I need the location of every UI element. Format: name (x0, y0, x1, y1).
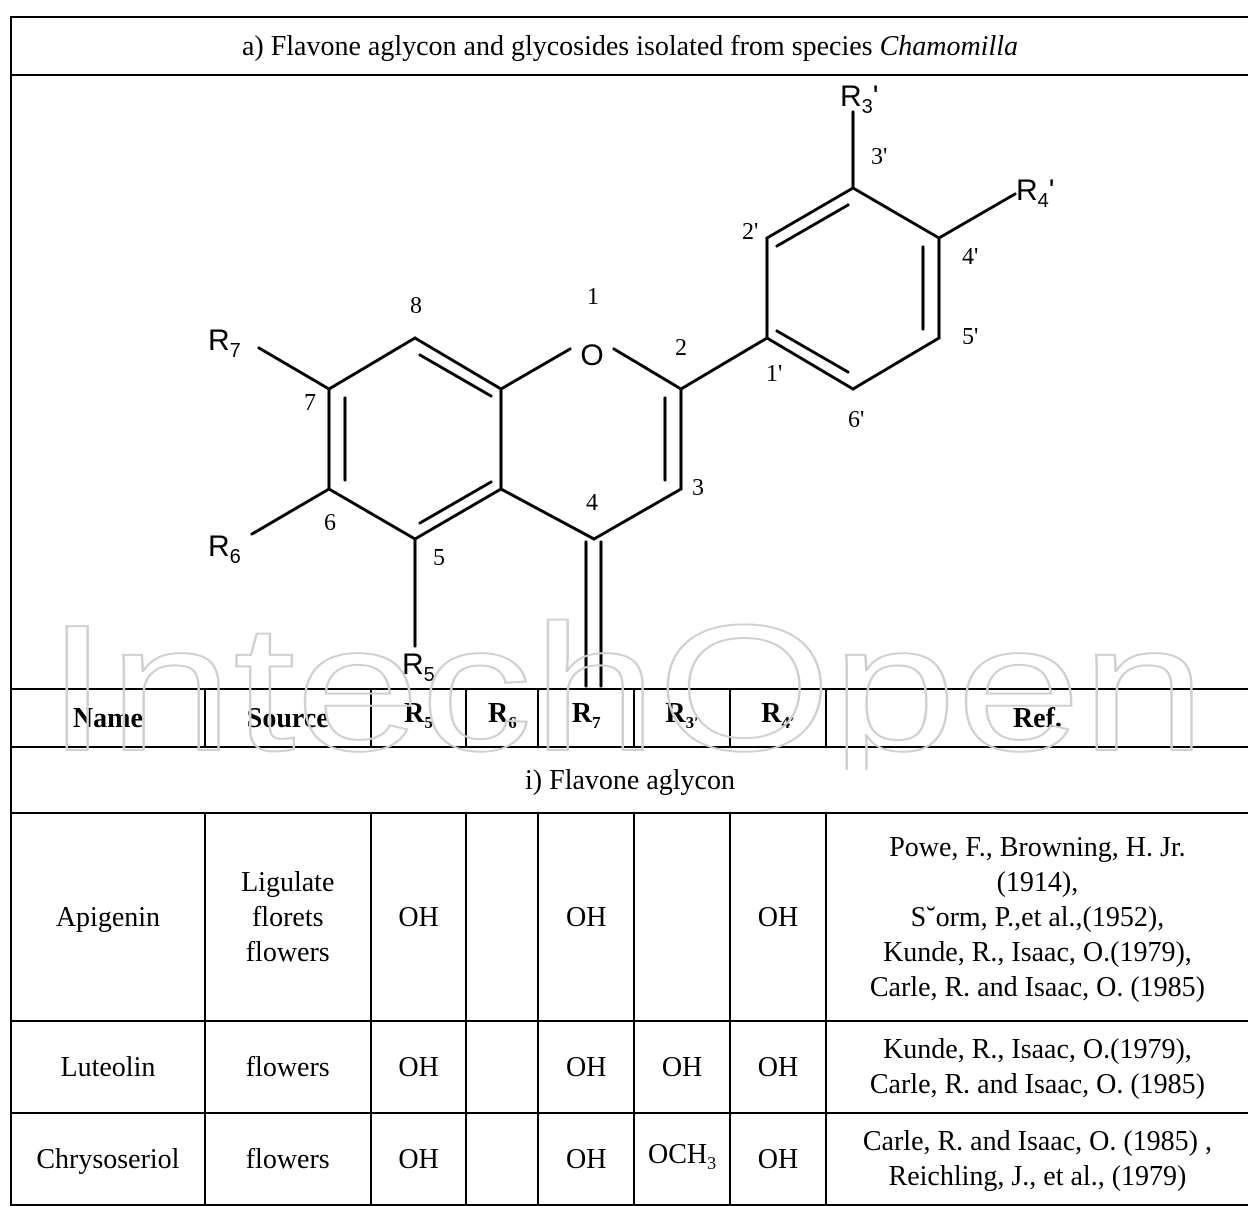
bond-c8-c8a-inner (418, 353, 493, 398)
header-r3p: R3′ (633, 688, 732, 748)
bond-c5-c6 (327, 487, 417, 541)
locant-5: 5 (433, 545, 445, 571)
flavone-structure-cell: O O R7 R6 R5 R3' R4' 1 2 3 4 5 6 7 8 (10, 74, 1248, 690)
cell-name: Luteolin (10, 1020, 206, 1114)
bond-c5p-c6p (851, 336, 941, 391)
group-r3p: R3' (840, 80, 879, 118)
bond-c6p-c1p-inner (775, 329, 850, 374)
header-name: Name (10, 688, 206, 748)
cell-r5: OH (369, 1112, 468, 1206)
group-r5: R5 (402, 648, 435, 686)
cell-r6 (465, 1112, 540, 1206)
locant-8: 8 (410, 293, 422, 319)
locant-3: 3 (692, 475, 704, 501)
bond-c7-c8 (327, 336, 417, 391)
bond-c2p-c3p-inner (775, 203, 850, 248)
bond-c2p-c3p (765, 186, 855, 240)
bond-c3-c4 (592, 487, 683, 541)
title-genus: Chamomilla (879, 30, 1019, 62)
cell-r6 (465, 1020, 540, 1114)
header-r6: R6 (465, 688, 540, 748)
group-r7: R7 (208, 324, 241, 362)
cell-r7: OH (537, 1112, 636, 1206)
bond-c4p-r4p (937, 192, 1017, 240)
bond-c8-c8a (413, 336, 503, 391)
locant-4: 4 (586, 490, 598, 516)
bond-c6-r6 (250, 487, 331, 536)
locant-5p: 5' (962, 324, 978, 350)
header-source: Source (203, 688, 372, 748)
header-r4p: R4′ (729, 688, 827, 748)
table-row: Luteolin flowers OH OH OH OH Kunde, R., … (10, 1020, 1248, 1114)
locant-2p: 2' (742, 219, 758, 245)
locant-6: 6 (324, 510, 336, 536)
header-r7: R7 (537, 688, 636, 748)
locant-1p: 1' (766, 361, 782, 387)
flavone-structure: O O R7 R6 R5 R3' R4' 1 2 3 4 5 6 7 8 (208, 80, 1055, 688)
group-r6: R6 (208, 530, 241, 568)
bond-c7-r7 (257, 346, 331, 391)
bond-c8a-o1 (499, 347, 572, 391)
bond-c4a-c5 (413, 487, 503, 541)
bond-c4a-c5-inner (418, 480, 493, 525)
atom-o1: O (580, 339, 603, 372)
bond-c6p-c1p (765, 336, 855, 391)
cell-source: flowers (203, 1020, 372, 1114)
cell-name: Apigenin (10, 812, 206, 1022)
cell-name: Chrysoseriol (10, 1112, 206, 1206)
cell-ref: Powe, F., Browning, H. Jr.(1914),S˘orm, … (824, 812, 1248, 1022)
bond-c2-c1p (679, 336, 769, 391)
cell-r4p: OH (729, 1020, 827, 1114)
table-title: a) Flavone aglycon and glycosides isolat… (10, 16, 1248, 76)
cell-r7: OH (537, 1020, 636, 1114)
cell-r5: OH (369, 1020, 468, 1114)
cell-r7: OH (537, 812, 636, 1022)
locant-2: 2 (675, 335, 687, 361)
bond-c4-c4a (499, 487, 596, 541)
cell-source: flowers (203, 1112, 372, 1206)
group-r4p: R4' (1016, 174, 1055, 212)
cell-r3p (633, 812, 732, 1022)
table-row: Chrysoseriol flowers OH OH OCH3 OH Carle… (10, 1112, 1248, 1206)
cell-r5: OH (369, 812, 468, 1022)
header-r5: R5 (369, 688, 468, 748)
cell-r6 (465, 812, 540, 1022)
locant-3p: 3' (871, 144, 887, 170)
cell-r4p: OH (729, 1112, 827, 1206)
locant-6p: 6' (848, 407, 864, 433)
cell-r3p: OH (633, 1020, 732, 1114)
cell-r3p: OCH3 (633, 1112, 732, 1206)
cell-r4p: OH (729, 812, 827, 1022)
group-label: i) Flavone aglycon (10, 746, 1248, 814)
bond-c3p-c4p (851, 186, 941, 240)
title-text: a) Flavone aglycon and glycosides isolat… (241, 30, 880, 62)
header-ref: Ref. (824, 688, 1248, 748)
locant-7: 7 (304, 390, 316, 416)
locant-4p: 4' (962, 244, 978, 270)
flavone-table: a) Flavone aglycon and glycosides isolat… (10, 16, 1248, 1206)
bond-o1-c2 (612, 347, 683, 391)
locant-1: 1 (587, 284, 599, 310)
cell-ref: Kunde, R., Isaac, O.(1979),Carle, R. and… (824, 1020, 1248, 1114)
cell-ref: Carle, R. and Isaac, O. (1985) ,Reichlin… (824, 1112, 1248, 1206)
